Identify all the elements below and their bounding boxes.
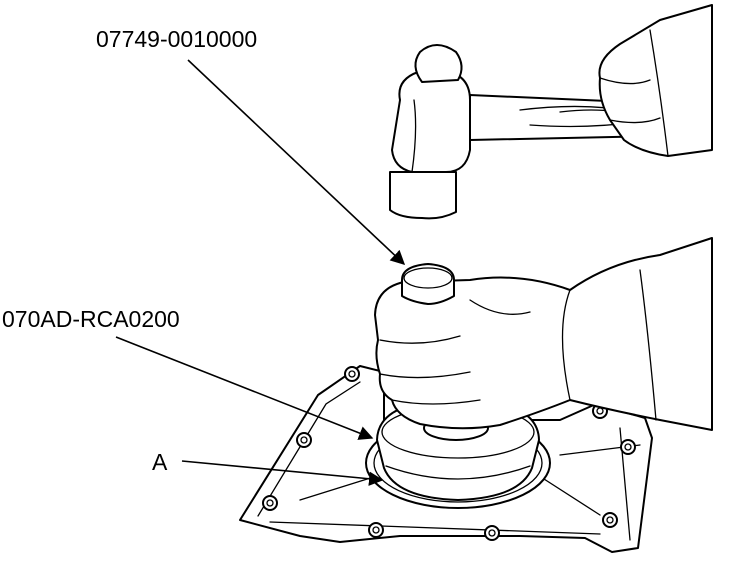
label-seal-attachment-part-number: 070AD-RCA0200 [2, 306, 180, 332]
bolt-holes [262, 366, 636, 541]
leader-driver-handle [187, 59, 406, 265]
label-part-a: A [152, 449, 168, 475]
driver-handle-tool [401, 263, 455, 305]
leader-lines [115, 59, 406, 486]
upper-hand [598, 4, 713, 157]
lower-hand [374, 237, 713, 431]
leader-seal-attachment [115, 336, 374, 440]
label-driver-handle-part-number: 07749-0010000 [96, 26, 258, 52]
leader-part-a [181, 460, 384, 486]
